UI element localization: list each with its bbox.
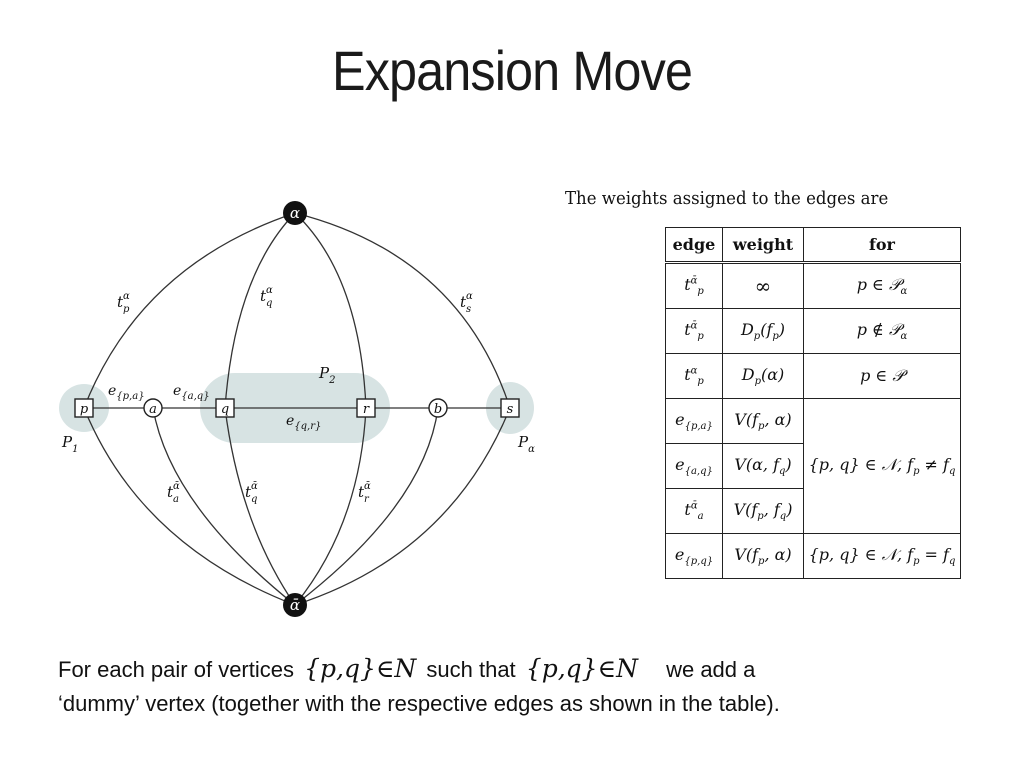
cell-edge: tᾱa	[665, 488, 723, 534]
set-palpha-label: Pα	[517, 433, 535, 455]
cell-weight: ∞	[722, 262, 804, 309]
set-p2-label: P2	[318, 364, 335, 386]
table-row: tᾱp ∞ p ∈ 𝒫α	[665, 262, 961, 309]
header-edge: edge	[665, 227, 723, 264]
set-p1-label: P1	[61, 433, 78, 455]
footer-part2: such that	[426, 657, 516, 682]
cell-weight: Dp(fp)	[722, 308, 804, 354]
terminal-alpha-label: α	[290, 204, 300, 222]
cell-edge: e{p,q}	[665, 533, 723, 579]
node-a	[143, 398, 163, 418]
cell-edge: tᾱp	[665, 308, 723, 354]
cell-edge: e{p,a}	[665, 398, 723, 444]
cell-edge: tᾱp	[665, 262, 723, 309]
footer-line-1: For each pair of vertices {p,q}∈N such t…	[58, 652, 780, 687]
cell-edge: e{a,q}	[665, 443, 723, 489]
table-row: tᾱp Dp(fp) p ∉ 𝒫α	[665, 308, 961, 354]
edge-ts-bottom	[294, 407, 511, 606]
footer-line-2: ‘dummy’ vertex (together with the respec…	[58, 691, 780, 716]
footer-math1: {p,q}∈N	[304, 654, 417, 683]
node-r-label: r	[363, 402, 370, 417]
footer-text: For each pair of vertices {p,q}∈N such t…	[58, 652, 780, 721]
edge-tp	[83, 212, 296, 409]
node-p	[74, 398, 94, 418]
edge-ta-bottom	[152, 407, 296, 606]
edge-label-epa: e{p,a}	[108, 383, 145, 402]
node-a-label: a	[149, 402, 157, 417]
edge-ts	[294, 212, 511, 409]
edge-tp-bottom	[83, 407, 296, 606]
footer-math2: {p,q}∈N	[525, 654, 638, 683]
table-row: tαp Dp(α) p ∈ 𝒫	[665, 353, 961, 399]
edge-tr-top	[294, 212, 367, 409]
weights-caption: The weights assigned to the edges are	[565, 188, 889, 209]
node-q-label: q	[221, 402, 229, 417]
table-header-row: edge weight for	[665, 227, 961, 264]
cell-weight: V(fp, fq)	[722, 488, 804, 534]
cell-weight: V(α, fq)	[722, 443, 804, 489]
terminal-alpha	[283, 201, 307, 225]
page-title: Expansion Move	[331, 39, 693, 102]
cell-weight: Dp(α)	[722, 353, 804, 399]
cell-weight: V(fp, α)	[722, 533, 804, 579]
edge-tr-bottom	[294, 407, 367, 606]
node-p-label: p	[80, 402, 89, 417]
node-b	[428, 398, 448, 418]
edge-label-eaq: e{a,q}	[173, 383, 210, 402]
edge-tq	[224, 212, 296, 409]
terminal-alpha-bar-label: ᾱ	[290, 596, 300, 614]
node-q	[215, 398, 235, 418]
cell-for-merged: {p, q} ∈ 𝒩, fp ≠ fq	[803, 398, 961, 534]
cell-for: p ∈ 𝒫	[803, 353, 961, 399]
terminal-alpha-bar	[283, 593, 307, 617]
node-s	[500, 398, 520, 418]
cell-edge: tαp	[665, 353, 723, 399]
cell-for: {p, q} ∈ 𝒩, fp = fq	[803, 533, 961, 579]
footer-part3: we add a	[666, 657, 756, 682]
table-row: tᾱa V(fp, fq)	[665, 488, 961, 534]
node-s-label: s	[507, 402, 514, 417]
node-b-label: b	[434, 402, 442, 417]
cell-for: p ∈ 𝒫α	[803, 262, 961, 309]
header-for: for	[803, 227, 961, 264]
edge-tq-bottom	[224, 407, 296, 606]
weights-table: edge weight for tᾱp ∞ p ∈ 𝒫α tᾱp Dp(fp) …	[665, 227, 961, 579]
footer-part1: For each pair of vertices	[58, 657, 294, 682]
node-r	[356, 398, 376, 418]
edge-tb-bottom	[294, 407, 439, 606]
table-row: e{p,q} V(fp, α) {p, q} ∈ 𝒩, fp = fq	[665, 533, 961, 579]
cell-for: p ∉ 𝒫α	[803, 308, 961, 354]
header-weight: weight	[722, 227, 804, 264]
table-row: e{p,a} V(fp, α) {p, q} ∈ 𝒩, fp ≠ fq	[665, 398, 961, 534]
cell-weight: V(fp, α)	[722, 398, 804, 444]
edge-label-eqr: e{q,r}	[286, 413, 321, 432]
